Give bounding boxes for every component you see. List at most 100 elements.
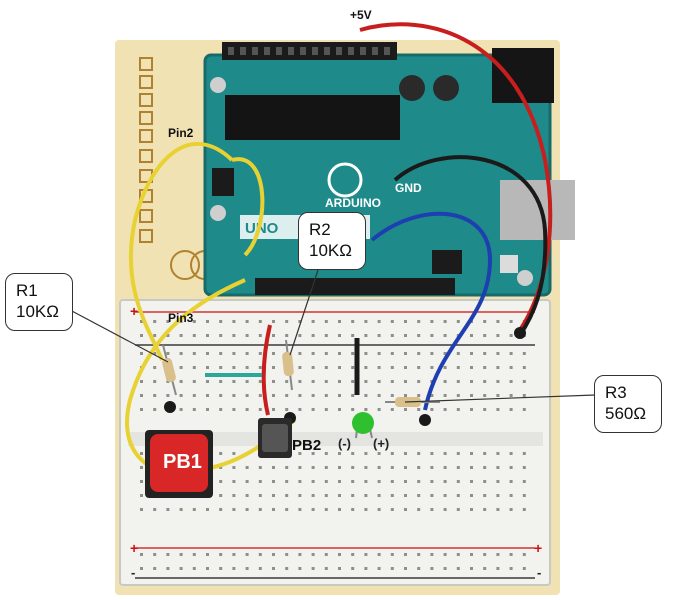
breadboard-hole — [430, 320, 434, 323]
breadboard-hole — [166, 352, 170, 355]
breadboard-hole — [219, 394, 223, 397]
breadboard-hole — [496, 366, 500, 369]
breadboard-hole — [324, 494, 328, 497]
breadboard-hole — [338, 352, 341, 355]
breadboard-hole — [404, 480, 407, 483]
breadboard-hole — [377, 366, 381, 369]
breadboard-hole — [509, 394, 513, 397]
breadboard-hole — [192, 380, 196, 383]
breadboard-hole — [456, 567, 460, 570]
breadboard-hole — [417, 466, 421, 469]
breadboard-hole — [456, 352, 460, 355]
breadboard-hole — [272, 567, 275, 570]
breadboard-hole — [470, 452, 473, 455]
breadboard-hole — [364, 553, 368, 556]
rail-minus-bottom-left: - — [131, 565, 136, 580]
breadboard-hole — [390, 567, 394, 570]
breadboard-hole — [390, 394, 394, 397]
breadboard-hole — [206, 334, 209, 337]
breadboard-hole — [377, 352, 381, 355]
breadboard-hole — [298, 494, 302, 497]
breadboard-hole — [324, 408, 328, 411]
breadboard-hole — [272, 408, 275, 411]
breadboard-hole — [496, 567, 500, 570]
breadboard-hole — [311, 494, 315, 497]
breadboard-hole — [351, 567, 355, 570]
breadboard-hole — [483, 567, 487, 570]
breadboard-hole — [443, 480, 447, 483]
breadboard-hole — [272, 553, 275, 556]
breadboard-hole — [417, 352, 421, 355]
breadboard-hole — [417, 380, 421, 383]
breadboard-hole — [298, 334, 302, 337]
breadboard-hole — [443, 366, 447, 369]
breadboard-hole — [338, 452, 341, 455]
breadboard-hole — [470, 334, 473, 337]
power-jack — [492, 48, 554, 103]
breadboard-hole — [417, 508, 421, 511]
breadboard-hole — [140, 494, 143, 497]
breadboard-hole — [192, 394, 196, 397]
breadboard-hole — [245, 334, 249, 337]
breadboard-hole — [153, 394, 157, 397]
breadboard-hole — [496, 452, 500, 455]
breadboard-hole — [272, 366, 275, 369]
breadboard-hole — [443, 380, 447, 383]
breadboard-hole — [245, 352, 249, 355]
breadboard-hole — [179, 380, 183, 383]
breadboard-hole — [509, 352, 513, 355]
breadboard-hole — [206, 320, 209, 323]
breadboard-hole — [324, 334, 328, 337]
breadboard-hole — [298, 466, 302, 469]
breadboard-hole — [206, 567, 209, 570]
supply-label: +5V — [350, 8, 372, 22]
arduino-logo — [327, 162, 363, 198]
breadboard-hole — [483, 352, 487, 355]
breadboard-hole — [166, 553, 170, 556]
breadboard-hole — [245, 380, 249, 383]
breadboard-hole — [166, 394, 170, 397]
hole-grid-rails — [140, 320, 526, 570]
breadboard-hole — [496, 352, 500, 355]
breadboard-hole — [272, 508, 275, 511]
breadboard-hole — [311, 508, 315, 511]
breadboard-hole — [351, 366, 355, 369]
breadboard-hole — [496, 508, 500, 511]
breadboard-hole — [390, 408, 394, 411]
breadboard-hole — [153, 366, 157, 369]
breadboard-hole — [390, 466, 394, 469]
breadboard-hole — [377, 480, 381, 483]
breadboard-hole — [166, 380, 170, 383]
breadboard-hole — [245, 480, 249, 483]
breadboard-hole — [298, 394, 302, 397]
breadboard-hole — [245, 508, 249, 511]
breadboard-hole — [206, 366, 209, 369]
breadboard-hole — [443, 567, 447, 570]
breadboard-hole — [364, 466, 368, 469]
breadboard-hole — [509, 366, 513, 369]
breadboard-hole — [390, 452, 394, 455]
breadboard-hole — [324, 352, 328, 355]
pb2-label: PB2 — [292, 437, 322, 454]
breadboard-hole — [509, 380, 513, 383]
breadboard-hole — [324, 320, 328, 323]
breadboard-hole — [404, 320, 407, 323]
breadboard-hole — [338, 366, 341, 369]
breadboard-hole — [298, 567, 302, 570]
breadboard-hole — [430, 366, 434, 369]
breadboard-hole — [470, 508, 473, 511]
breadboard-hole — [153, 567, 157, 570]
breadboard-hole — [232, 480, 236, 483]
breadboard-hole — [140, 320, 143, 323]
breadboard-hole — [219, 480, 223, 483]
breadboard-hole — [232, 380, 236, 383]
breadboard-hole — [311, 320, 315, 323]
breadboard-hole — [404, 394, 407, 397]
breadboard-hole — [509, 567, 513, 570]
breadboard-hole — [364, 408, 368, 411]
breadboard-hole — [219, 508, 223, 511]
breadboard-hole — [509, 553, 513, 556]
breadboard-hole — [443, 508, 447, 511]
digital-header — [222, 42, 397, 60]
breadboard-hole — [140, 452, 143, 455]
